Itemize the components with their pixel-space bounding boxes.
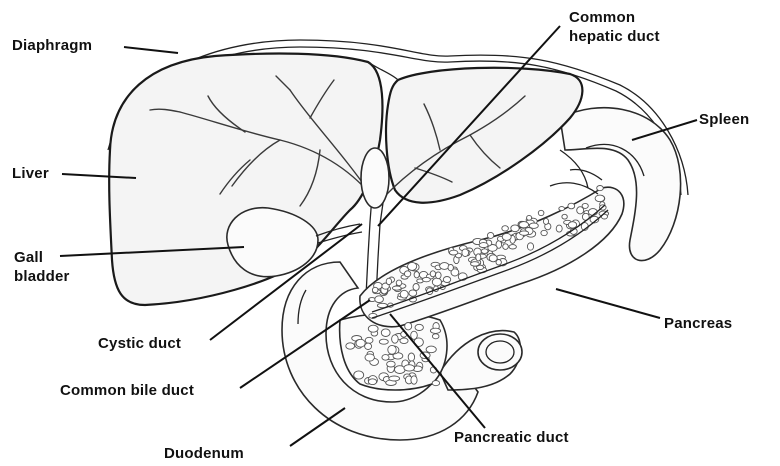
label-spleen: Spleen — [699, 110, 749, 129]
leader-diaphragm — [124, 47, 178, 53]
label-cystic-duct: Cystic duct — [98, 334, 181, 353]
label-common-hepatic-duct: Common hepatic duct — [569, 8, 660, 46]
label-pancreas: Pancreas — [664, 314, 732, 333]
leader-duodenum — [290, 408, 345, 446]
label-pancreatic-duct: Pancreatic duct — [454, 428, 569, 447]
liver-left-lobe — [386, 68, 582, 203]
jejunum-cut-end — [440, 331, 522, 390]
label-gall-bladder: Gall bladder — [14, 248, 70, 286]
splenic-vessels — [550, 150, 602, 194]
leader-pancreas — [556, 289, 660, 318]
label-duodenum: Duodenum — [164, 444, 244, 463]
label-liver: Liver — [12, 164, 49, 183]
label-diaphragm: Diaphragm — [12, 36, 92, 55]
label-common-bile-duct: Common bile duct — [60, 381, 194, 400]
